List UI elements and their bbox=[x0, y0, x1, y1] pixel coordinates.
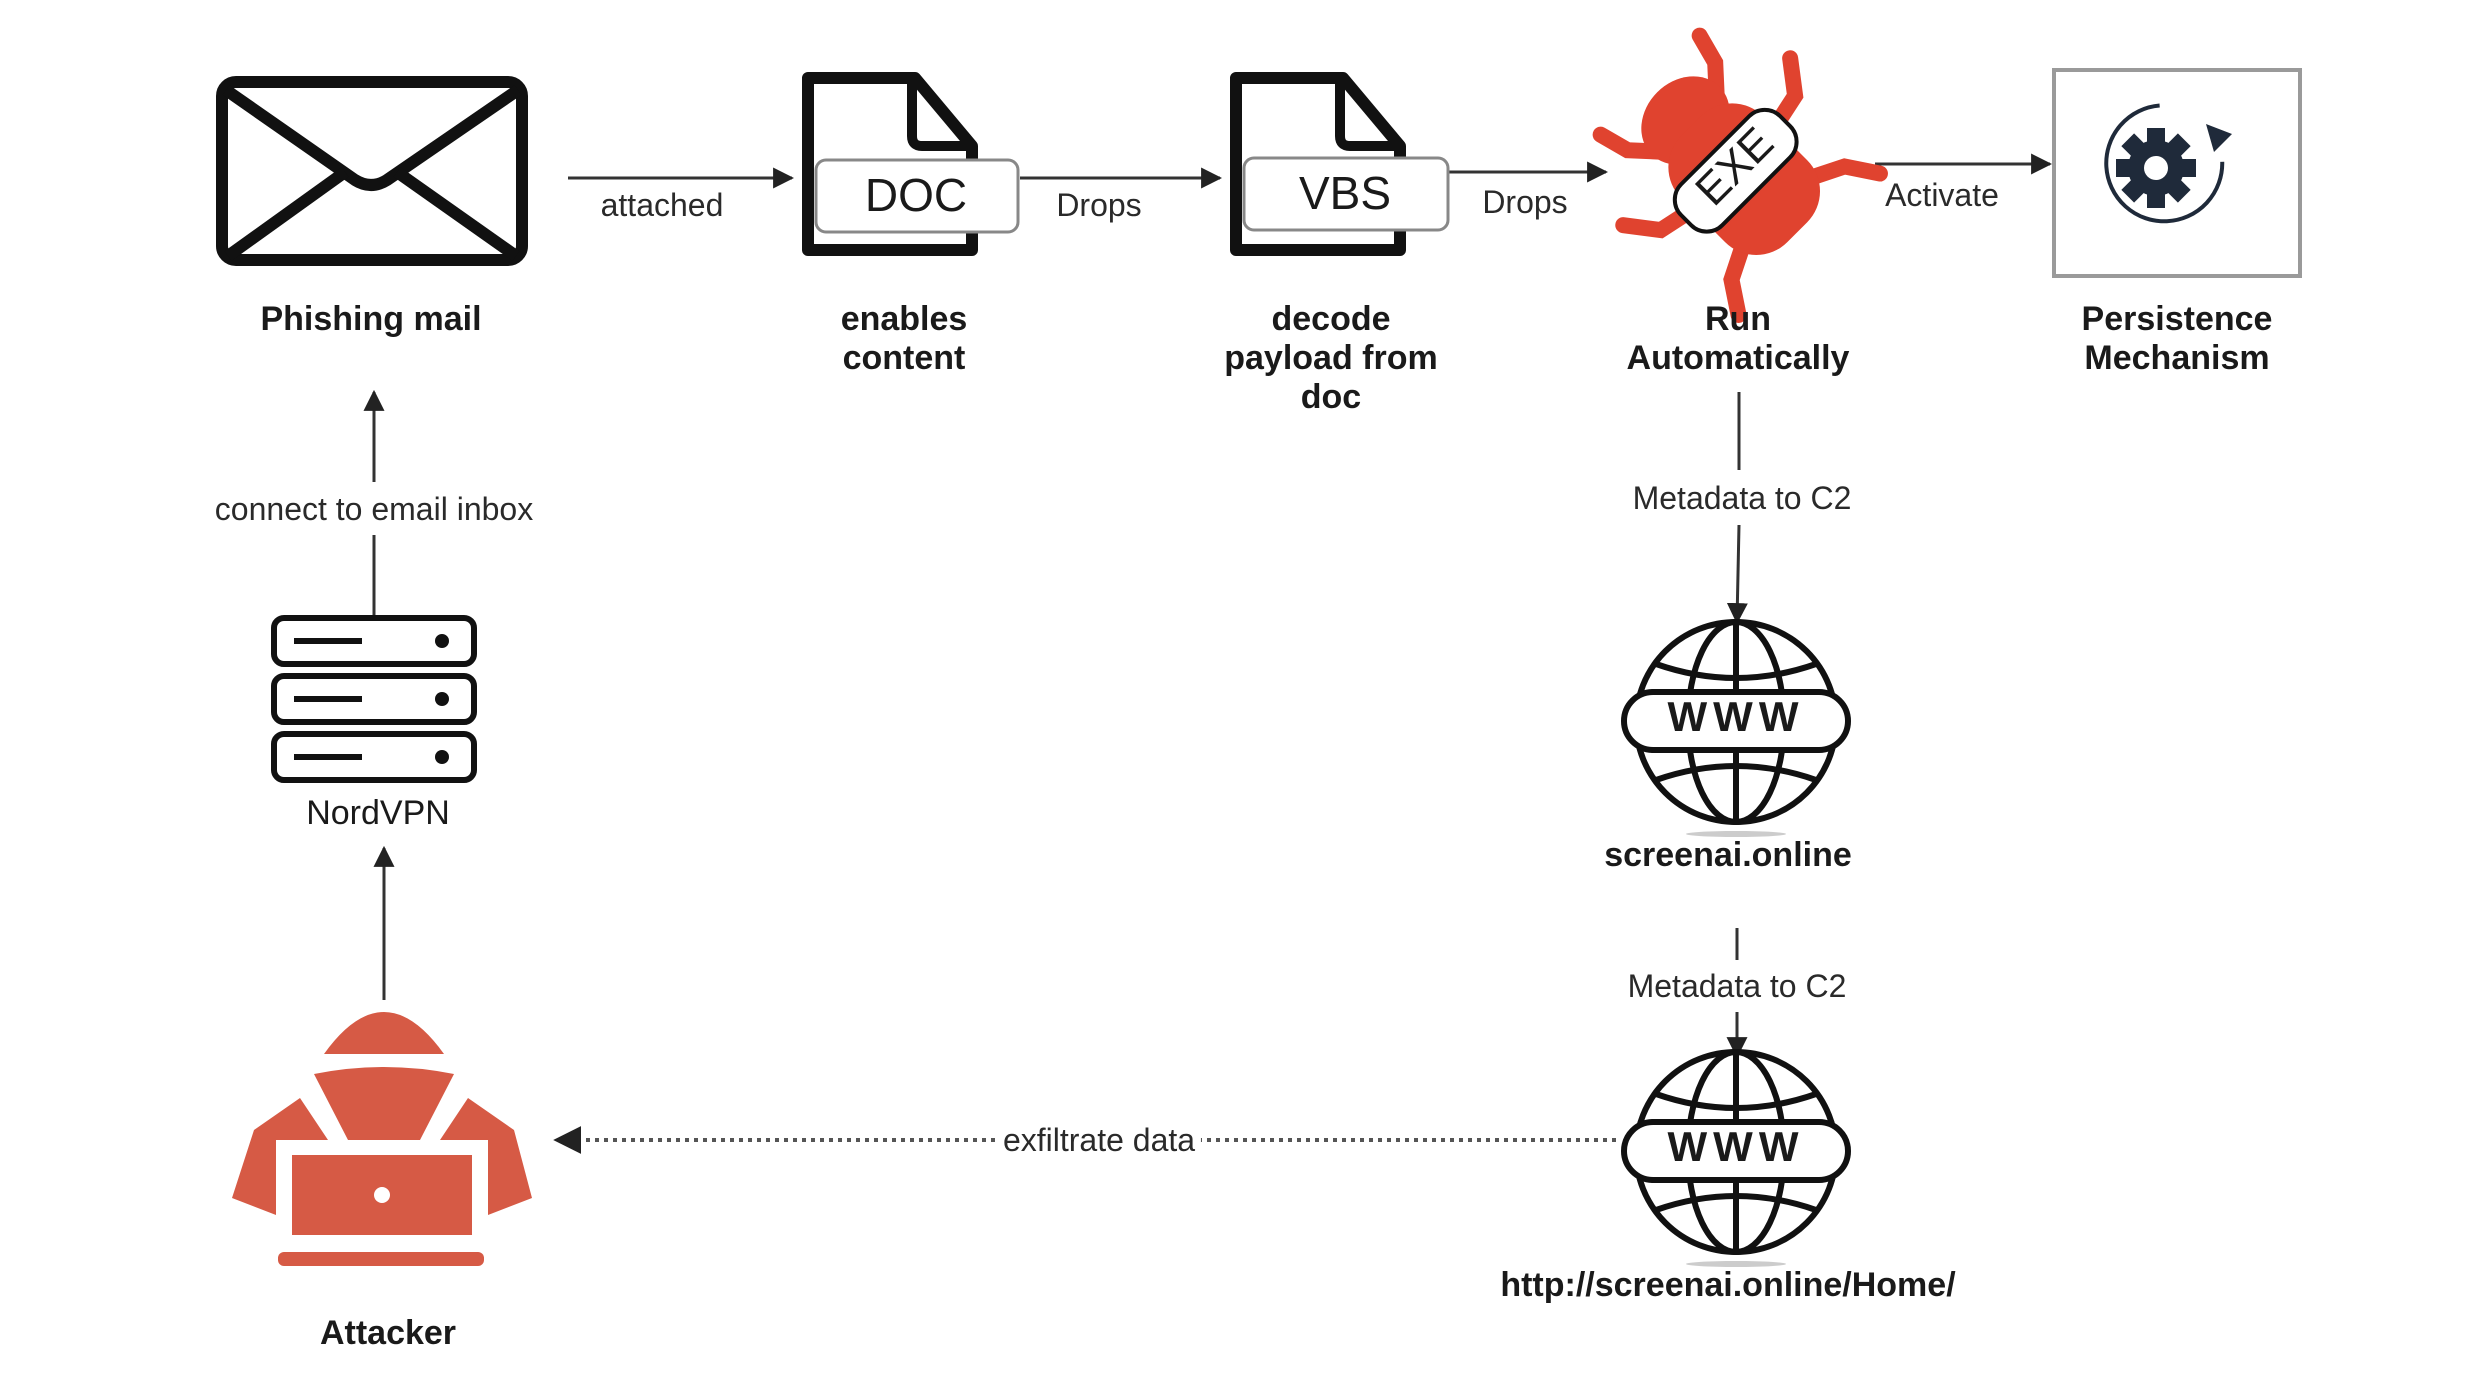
edge-label-exfiltrate: exfiltrate data bbox=[996, 1122, 1202, 1158]
edge-metadata-to-c2-1 bbox=[1726, 392, 1748, 625]
label-line: enables bbox=[840, 300, 968, 338]
label-line: Run bbox=[1704, 300, 1772, 338]
label-phishing-mail: Phishing mail bbox=[260, 300, 482, 338]
label-line: Persistence bbox=[2081, 300, 2273, 338]
persistence-box bbox=[2052, 68, 2302, 278]
edge-label-metadata-1: Metadata to C2 bbox=[1626, 480, 1858, 516]
globe-www-icon-domain bbox=[1621, 619, 1851, 837]
edge-label-drops-2: Drops bbox=[1482, 184, 1568, 220]
globe-www-icon-url bbox=[1621, 1049, 1851, 1267]
label-attacker: Attacker bbox=[319, 1314, 457, 1352]
label-persistence-mechanism: Persistence Mechanism bbox=[2082, 300, 2273, 378]
document-icon-doc bbox=[802, 72, 1020, 256]
label-line: payload from bbox=[1224, 339, 1438, 377]
gear-cycle-icon bbox=[2104, 103, 2232, 224]
hacker-icon bbox=[232, 1012, 532, 1266]
label-line: decode bbox=[1271, 300, 1391, 338]
label-decode-payload: decode payload from doc bbox=[1224, 300, 1437, 417]
label-c2-url: http://screenai.online/Home/ bbox=[1500, 1266, 1956, 1304]
document-icon-vbs bbox=[1230, 72, 1450, 256]
edge-label-drops-1: Drops bbox=[1056, 187, 1142, 223]
edge-label-activate: Activate bbox=[1885, 177, 1999, 213]
edge-label-metadata-2: Metadata to C2 bbox=[1621, 968, 1853, 1004]
vbs-tag: VBS bbox=[1298, 167, 1392, 219]
bug-icon bbox=[1592, 27, 1888, 323]
label-nordvpn: NordVPN bbox=[306, 794, 450, 832]
edge-label-attached: attached bbox=[600, 187, 724, 223]
label-line: Mechanism bbox=[2084, 339, 2270, 377]
envelope-icon bbox=[216, 76, 528, 266]
label-line: doc bbox=[1300, 378, 1362, 416]
label-line: content bbox=[842, 339, 966, 377]
server-icon bbox=[271, 615, 477, 783]
label-c2-domain: screenai.online bbox=[1604, 836, 1852, 874]
www-tag-url: WWW bbox=[1667, 1123, 1805, 1170]
label-enables-content: enables content bbox=[841, 300, 968, 378]
edge-label-connect-inbox: connect to email inbox bbox=[208, 491, 540, 527]
label-run-automatically: Run Automatically bbox=[1627, 300, 1850, 378]
www-tag-domain: WWW bbox=[1667, 693, 1805, 740]
label-line: Automatically bbox=[1626, 339, 1850, 377]
doc-tag: DOC bbox=[864, 169, 968, 221]
